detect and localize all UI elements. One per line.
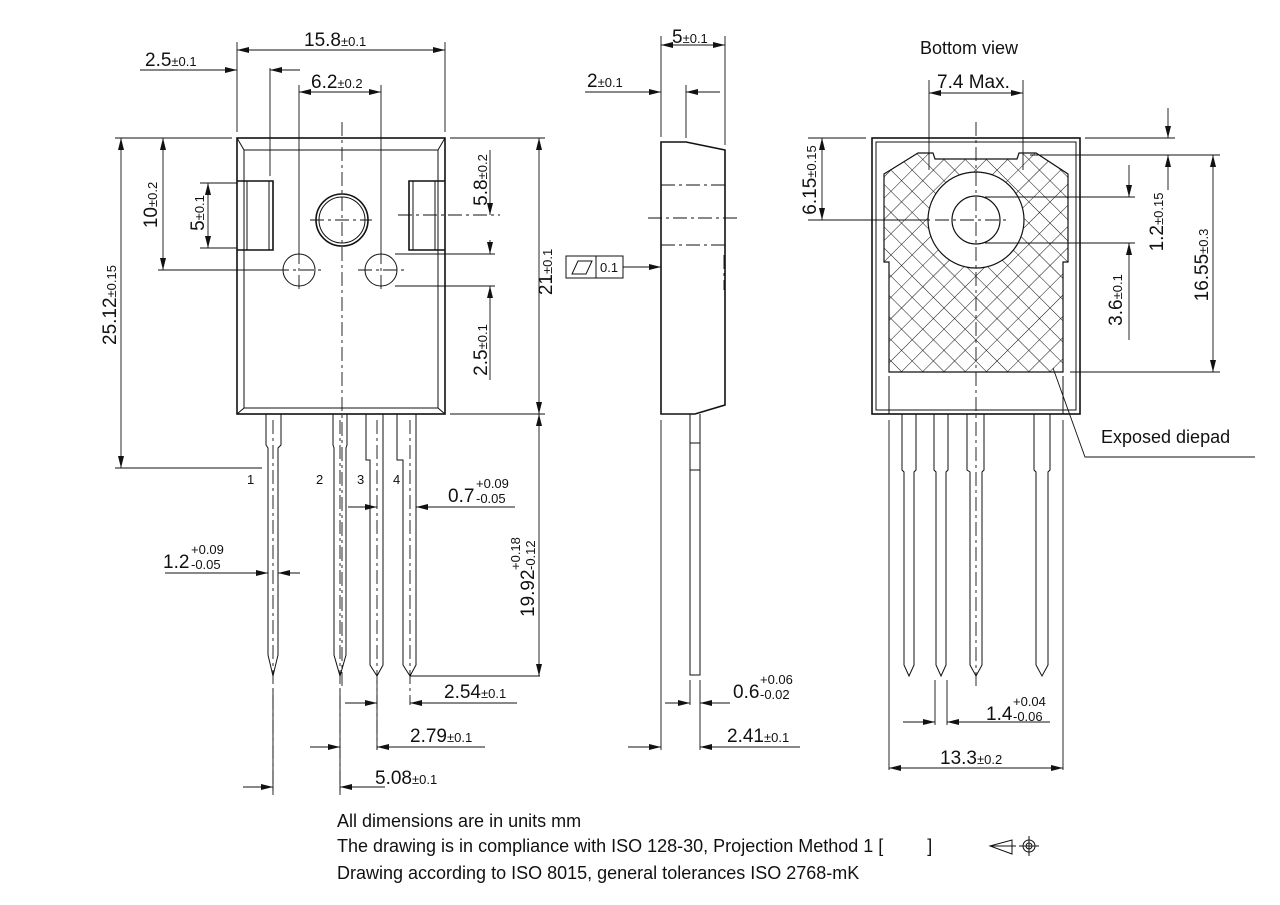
dim-overall-height: 25.12±0.15 [100,265,121,345]
svg-text:+0.18: +0.18 [508,537,523,570]
dim-pitch-23: 2.79±0.1 [410,726,472,747]
diepad-hole-inner [951,195,1001,245]
dim-pad-top: 1.2±0.15 [1147,193,1168,252]
dim-hole-center: 6.15±0.15 [800,145,821,214]
dim-lead-length: 19.92 +0.18 -0.12 [508,537,539,617]
dim-lead-thickness: 0.6 +0.06 -0.02 [733,672,793,703]
dim-pitch-12: 5.08±0.1 [375,768,437,789]
svg-text:-0.05: -0.05 [191,557,221,572]
dim-lead-thin-width: 0.7 +0.09 -0.05 [448,476,509,507]
dim-tab-offset: 2.5±0.1 [145,50,197,71]
dim-tab-thickness: 2±0.1 [587,71,623,92]
note-projection: The drawing is in compliance with ISO 12… [337,836,932,856]
svg-text:0.1: 0.1 [600,260,618,275]
dim-bottom-lead-width: 1.4 +0.04 -0.06 [986,694,1046,725]
svg-text:+0.09: +0.09 [476,476,509,491]
left-tab [237,180,274,251]
dim-body-height: 21±0.1 [536,249,557,295]
side-view: 0.1 [565,36,800,750]
svg-text:-0.06: -0.06 [1013,709,1043,724]
front-view [115,42,545,795]
flatness-symbol: 0.1 [565,255,661,279]
svg-text:-0.12: -0.12 [523,540,538,570]
front-body [236,137,446,415]
svg-text:+0.09: +0.09 [191,542,224,557]
dim-pad-span: 13.3±0.2 [940,748,1002,769]
bottom-view-title: Bottom view [920,38,1019,58]
bottom-body [871,137,1081,415]
svg-text:-0.02: -0.02 [760,687,790,702]
dim-lead-offset: 2.41±0.1 [727,726,789,747]
dim-tab-height: 5±0.1 [188,195,209,231]
side-body [660,141,726,415]
pin-label-4: 4 [393,472,400,487]
dim-pad-width: 7.4 Max. [937,72,1010,93]
notes: All dimensions are in units mm The drawi… [337,811,1039,883]
pin-label-2: 2 [316,472,323,487]
dim-hole-dia: 3.6±0.1 [1106,274,1127,326]
right-tab [408,180,445,251]
dim-thickness: 5±0.1 [672,27,708,48]
dim-pad-height: 16.55±0.3 [1192,229,1213,302]
dim-hole-height: 10±0.2 [141,182,162,228]
bottom-leads [901,414,1051,678]
pin-label-3: 3 [357,472,364,487]
svg-text:0.7: 0.7 [448,486,474,507]
dim-lead-width: 1.2 +0.09 -0.05 [163,542,224,573]
leads [265,414,417,795]
svg-text:-0.05: -0.05 [476,491,506,506]
note-units: All dimensions are in units mm [337,811,581,831]
dim-width: 15.8±0.1 [304,30,366,51]
diepad-leader-line [1052,367,1255,458]
svg-text:+0.06: +0.06 [760,672,793,687]
svg-text:0.6: 0.6 [733,682,759,703]
exposed-diepad-label: Exposed diepad [1101,427,1230,447]
dim-pitch-34: 2.54±0.1 [444,682,506,703]
svg-text:19.92: 19.92 [518,569,539,617]
dim-hole-spacing: 6.2±0.2 [311,72,363,93]
svg-text:1.4: 1.4 [986,704,1013,725]
dim-small-hole: 2.5±0.1 [471,324,492,376]
svg-text:1.2: 1.2 [163,552,189,573]
pin-label-1: 1 [247,472,254,487]
svg-text:+0.04: +0.04 [1013,694,1046,709]
bottom-view [808,80,1255,771]
note-tolerances: Drawing according to ISO 8015, general t… [337,863,859,883]
dim-mount-hole-pos: 5.8±0.2 [471,154,492,206]
projection-method-icon [988,836,1039,856]
